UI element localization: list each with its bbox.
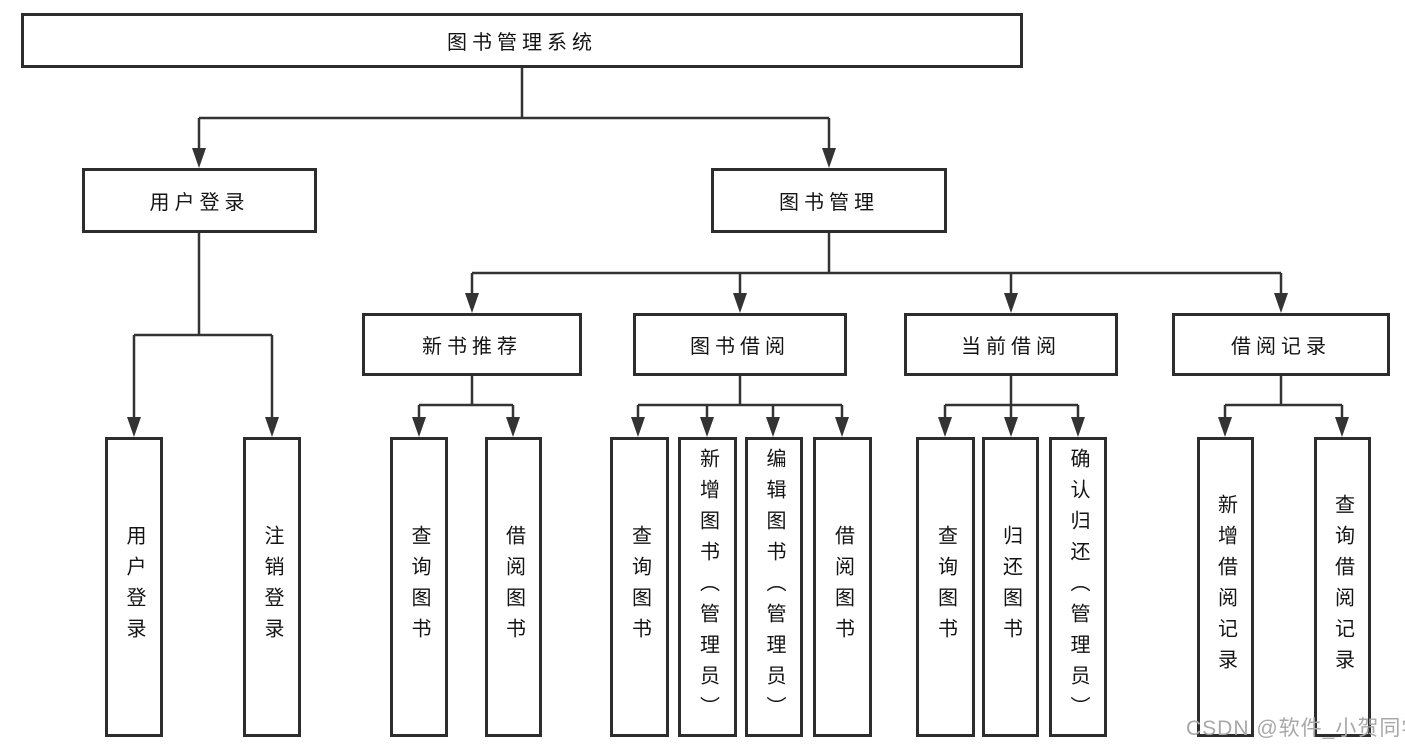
connector-new-book-recommend-to-leaves: [412, 376, 520, 437]
arrowhead-down: [631, 417, 645, 437]
node-label: 新增图书（管理员）: [696, 447, 719, 727]
csdn-watermark: CSDN @软件_小贺同学: [1186, 717, 1405, 740]
leaf-query-books-recommend: 查询图书: [390, 437, 448, 737]
node-label: 查询借阅记录: [1331, 494, 1354, 680]
connector-current-borrowing-to-leaves: [938, 376, 1085, 437]
arrowhead-down: [1335, 417, 1349, 437]
node-book-borrowing: 图书借阅: [633, 313, 847, 376]
arrowhead-down: [465, 293, 479, 313]
arrowhead-down: [938, 417, 952, 437]
node-book-management-system: 图书管理系统: [21, 13, 1023, 68]
node-label: 图书借阅: [690, 336, 790, 358]
connector-borrow-records-to-leaves: [1218, 376, 1349, 437]
arrowhead-down: [412, 417, 426, 437]
arrowhead-down: [127, 417, 141, 437]
arrowhead-down: [766, 417, 780, 437]
connector-root-to-level2: [192, 68, 836, 168]
node-label: 用户登录: [149, 192, 250, 214]
arrowhead-down: [1004, 417, 1018, 437]
node-new-book-recommend: 新书推荐: [362, 313, 582, 376]
leaf-edit-books-admin: 编辑图书（管理员）: [745, 437, 803, 737]
node-label: 用户登录: [123, 525, 145, 649]
arrowhead-down: [1274, 293, 1288, 313]
node-label: 图书管理: [779, 192, 879, 214]
arrowhead-down: [506, 417, 520, 437]
node-label: 当前借阅: [961, 336, 1061, 358]
leaf-logout: 注销登录: [243, 437, 301, 737]
node-label: 注销登录: [261, 525, 283, 649]
arrowhead-down: [192, 148, 206, 168]
node-label: 查询图书: [628, 525, 651, 649]
arrowhead-down: [822, 148, 836, 168]
connector-book-borrowing-to-leaves: [631, 376, 849, 437]
node-book-management: 图书管理: [711, 168, 947, 233]
arrowhead-down: [1071, 417, 1085, 437]
node-label: 新增借阅记录: [1214, 494, 1237, 680]
leaf-query-books-current: 查询图书: [916, 437, 975, 737]
leaf-query-borrow-record: 查询借阅记录: [1314, 437, 1371, 737]
leaf-user-login: 用户登录: [105, 437, 163, 737]
arrowhead-down: [1004, 293, 1018, 313]
node-label: 借阅记录: [1231, 336, 1331, 358]
node-borrow-records: 借阅记录: [1172, 313, 1390, 376]
node-label: 借阅图书: [502, 525, 525, 649]
arrowhead-down: [733, 293, 747, 313]
node-label: 图书管理系统: [447, 32, 597, 54]
node-label: 新书推荐: [422, 336, 522, 358]
node-label: 编辑图书（管理员）: [763, 447, 785, 727]
node-label: 确认归还（管理员）: [1067, 447, 1089, 727]
node-current-borrowing: 当前借阅: [904, 313, 1118, 376]
arrowhead-down: [700, 417, 714, 437]
leaf-borrow-books-recommend: 借阅图书: [485, 437, 542, 737]
node-label: 查询图书: [934, 525, 957, 649]
connector-book-management-to-level3: [465, 233, 1288, 313]
arrowhead-down: [835, 417, 849, 437]
arrowhead-down: [265, 417, 279, 437]
leaf-query-books-borrowing: 查询图书: [610, 437, 669, 737]
node-label: 查询图书: [408, 525, 430, 649]
leaf-add-borrow-record: 新增借阅记录: [1197, 437, 1254, 737]
leaf-return-books: 归还图书: [982, 437, 1039, 737]
node-user-login: 用户登录: [82, 168, 317, 233]
leaf-confirm-return-admin: 确认归还（管理员）: [1049, 437, 1107, 737]
connector-user-login-to-leaves: [127, 233, 279, 437]
leaf-borrow-books-borrowing: 借阅图书: [813, 437, 872, 737]
node-label: 归还图书: [999, 525, 1022, 649]
arrowhead-down: [1218, 417, 1232, 437]
leaf-add-books-admin: 新增图书（管理员）: [678, 437, 737, 737]
node-label: 借阅图书: [831, 525, 854, 649]
